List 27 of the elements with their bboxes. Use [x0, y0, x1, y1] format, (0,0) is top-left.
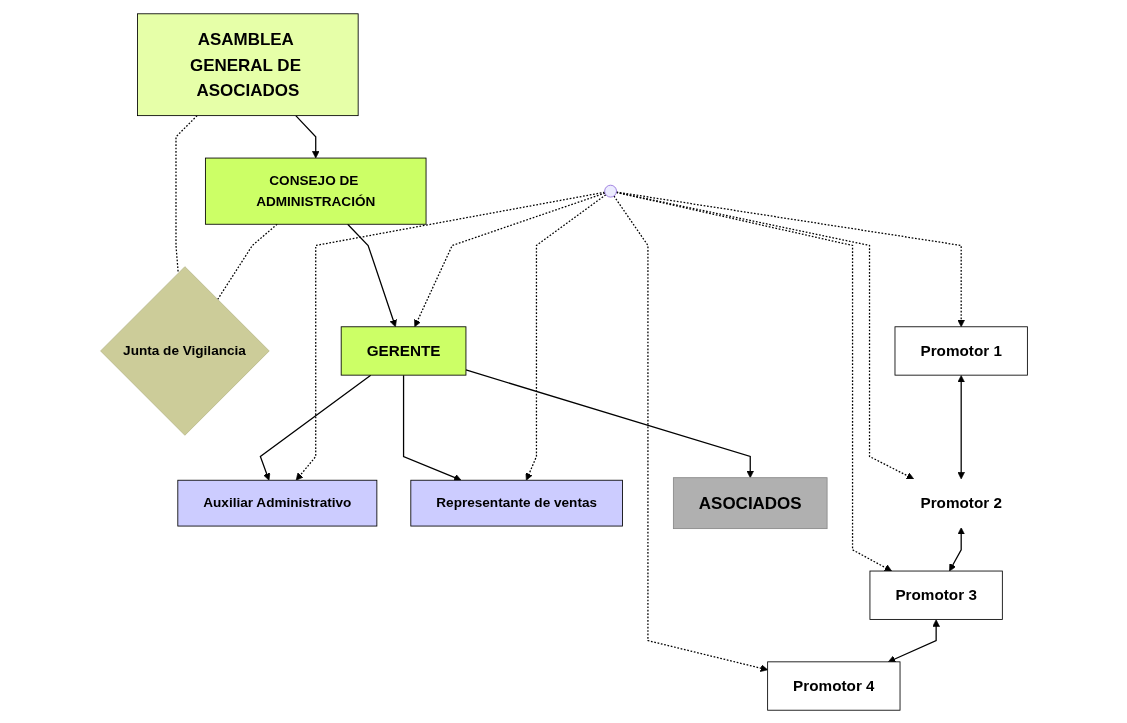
node-box: Promotor 3: [869, 570, 1003, 620]
arrow: [948, 526, 965, 571]
arrow: [413, 191, 606, 327]
arrow: [887, 618, 940, 663]
arrow: [956, 374, 965, 479]
arrow: [612, 194, 768, 672]
node-circle: [603, 184, 617, 197]
arrow: [295, 191, 605, 481]
arrow: [464, 368, 754, 478]
arrow: [615, 191, 892, 571]
node-box: Representante de ventas: [409, 479, 623, 526]
node-diamond: Junta de Vigilancia: [99, 265, 270, 436]
arrow: [259, 374, 371, 481]
arrow: [402, 374, 461, 481]
node-box: CONSEJO DE ADMINISTRACIÓN: [204, 157, 426, 225]
node-box: Promotor 1: [894, 325, 1028, 376]
connector: [174, 114, 198, 274]
node-box: ASOCIADOS: [672, 476, 827, 529]
connector: [216, 223, 278, 300]
node-box: GERENTE: [340, 325, 466, 376]
arrow: [294, 114, 319, 158]
arrow: [525, 193, 606, 481]
node-box: ASAMBLEA GENERAL DE ASOCIADOS: [136, 12, 359, 116]
arrow: [346, 223, 397, 327]
node-box: Auxiliar Administrativo: [176, 479, 377, 526]
node-box: Promotor 4: [766, 660, 900, 711]
node-text: Promotor 2: [919, 493, 1002, 511]
